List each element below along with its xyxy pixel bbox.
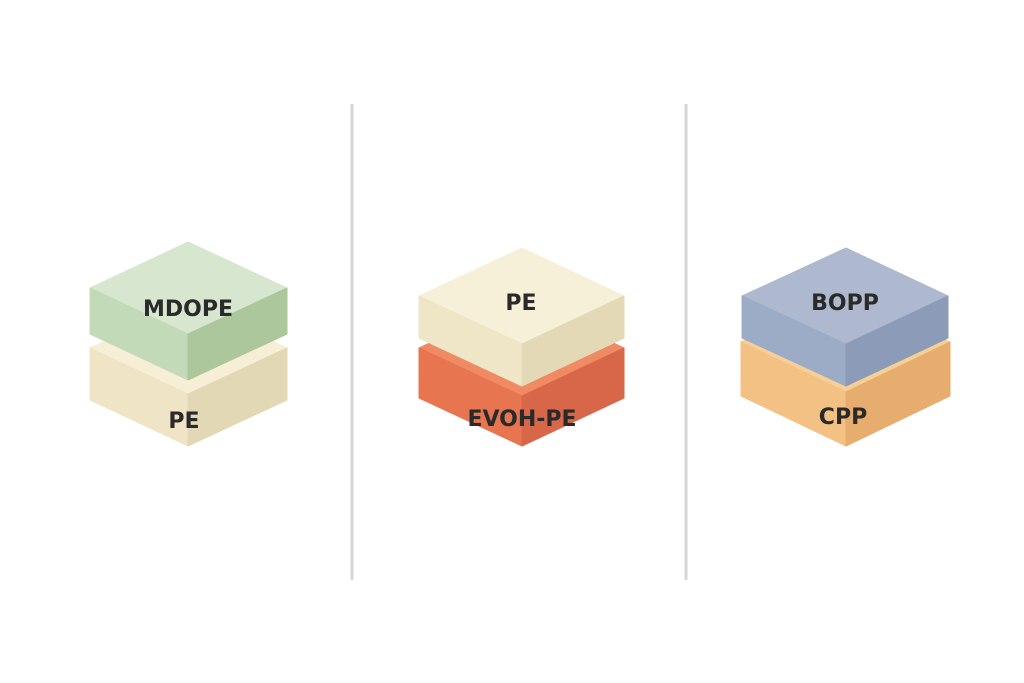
- layer-bopp-top: BOPP: [741, 247, 949, 387]
- layer-label-pe: PE: [168, 409, 199, 434]
- layer-label-pe-2: PE: [505, 291, 536, 316]
- layer-label-mdope: MDOPE: [143, 297, 233, 322]
- layer-pe-top: PE: [418, 247, 625, 387]
- stack-mdope-pe: PE MDOPE: [89, 241, 288, 447]
- layer-mdope-top: MDOPE: [89, 241, 288, 381]
- layer-label-bopp: BOPP: [811, 291, 879, 316]
- layer-label-cpp: CPP: [819, 405, 867, 430]
- stack-pe-evoh-pe: EVOH-PE PE: [418, 247, 625, 447]
- stack-bopp-cpp: CPP BOPP: [740, 247, 951, 447]
- layer-label-evoh-pe: EVOH-PE: [467, 407, 576, 432]
